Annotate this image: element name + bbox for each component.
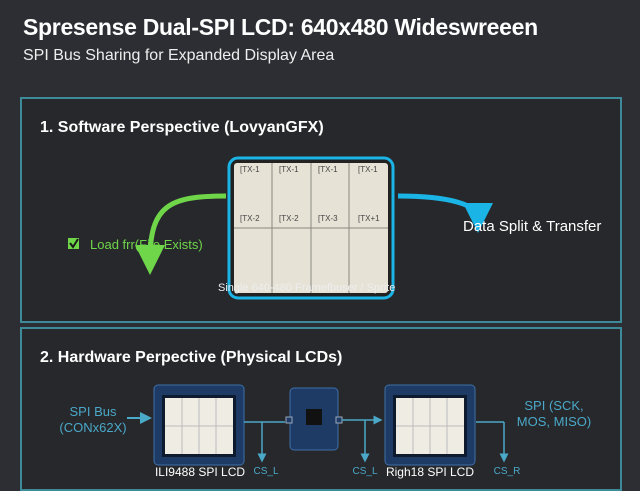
spresense-board-icon xyxy=(285,387,343,451)
diagram-canvas: [TX-1 [TX-1 [TX-1 [TX-1 [TX-2 [TX-2 [TX-… xyxy=(59,156,601,479)
framebuffer-caption: Single 640·480 Framefbuser / Sprite xyxy=(218,282,395,294)
spi-bus-sublabel: (CONx62X) xyxy=(59,420,126,435)
fb-cell: [TX-1 xyxy=(318,165,338,174)
left-lcd-label: ILI9488 SPI LCD xyxy=(155,465,245,479)
cs-label: CS_R xyxy=(494,466,521,477)
page-title: Spresense Dual-SPI LCD: 640x480 Wideswre… xyxy=(23,14,538,40)
spi-pins-label: SPI (SCK, xyxy=(524,398,583,413)
fb-cell: [TX-1 xyxy=(279,165,299,174)
load-arrow xyxy=(135,193,227,275)
load-label: Load frr(File Exists) xyxy=(90,237,203,252)
checkbox-icon xyxy=(68,238,79,249)
fb-cell: [TX-2 xyxy=(279,214,299,223)
spi-bus-label: SPI Bus xyxy=(70,404,117,419)
split-arrow xyxy=(397,193,493,233)
fb-cell: [TX-3 xyxy=(318,214,338,223)
cs-label: CS_L xyxy=(352,466,377,477)
right-lcd-label: Righ18 SPI LCD xyxy=(386,465,474,479)
split-label: Data Split & Transfer xyxy=(463,218,601,235)
hardware-title: 2. Hardware Perpective (Physical LCDs) xyxy=(40,349,343,366)
software-title: 1. Software Perspective (LovyanGFX) xyxy=(40,119,324,136)
cs-label: CS_L xyxy=(253,466,278,477)
fb-cell: [TX-1 xyxy=(240,165,260,174)
page-subtitle: SPI Bus Sharing for Expanded Display Are… xyxy=(23,47,335,64)
left-lcd-board xyxy=(153,384,245,466)
fb-cell: [TX-1 xyxy=(358,165,378,174)
fb-cell: [TX-2 xyxy=(240,214,260,223)
fb-cell: [TX+1 xyxy=(358,214,380,223)
right-lcd-board xyxy=(384,384,476,466)
spi-pins-sublabel: MOS, MISO) xyxy=(517,414,591,429)
